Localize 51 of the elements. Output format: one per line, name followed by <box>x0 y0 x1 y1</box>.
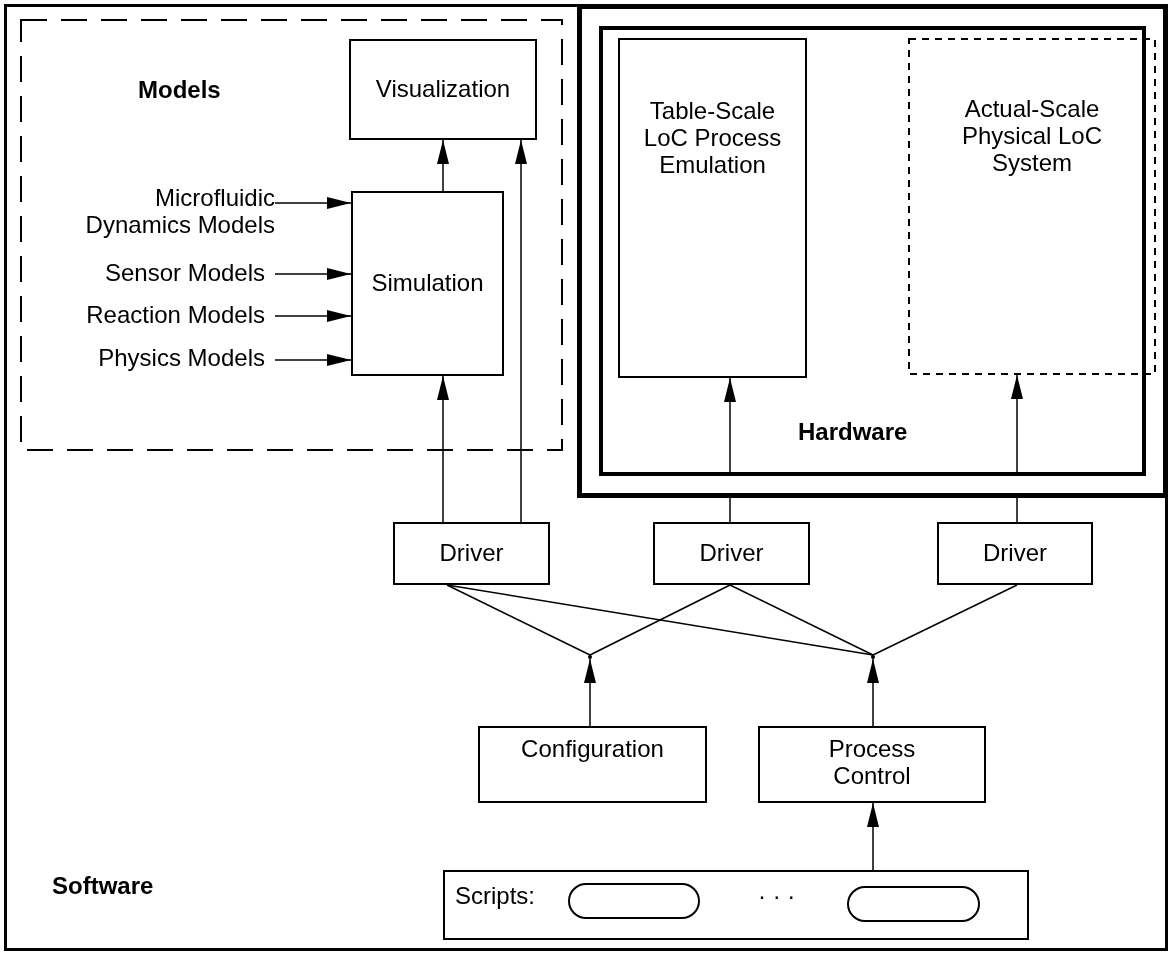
model-label-text: Reaction Models <box>86 301 265 329</box>
box-label: Process Control <box>827 736 917 790</box>
box-text: Scripts: <box>455 882 535 911</box>
box-label: Table-Scale LoC Process Emulation <box>642 98 783 179</box>
model-label-text: Sensor Models <box>104 259 265 287</box>
box-label: Driver <box>983 540 1047 567</box>
connector-line <box>872 584 1018 656</box>
connector-line <box>446 584 591 656</box>
junction-point <box>871 655 875 659</box>
box-label: Actual-Scale Physical LoC System <box>960 96 1104 177</box>
box-label: Driver <box>439 540 504 567</box>
process-box <box>478 726 707 803</box>
software-frame <box>4 4 1168 951</box>
arrow <box>437 375 449 523</box>
arrow <box>274 197 352 209</box>
arrow <box>867 658 879 727</box>
arrow <box>274 354 352 366</box>
connector-line <box>589 584 731 656</box>
models-dashed-box <box>20 19 563 451</box>
arrow <box>274 268 352 280</box>
process-box <box>393 522 550 585</box>
dashed-box <box>908 38 1156 375</box>
box-text: · · · <box>758 882 796 911</box>
box-label: Configuration <box>521 736 664 763</box>
group-title: Models <box>138 76 221 105</box>
process-box <box>349 39 537 140</box>
arrow <box>515 139 527 523</box>
process-box <box>653 522 810 585</box>
box-label: Driver <box>699 540 764 567</box>
group-title: Software <box>52 872 154 901</box>
process-box <box>443 870 1029 940</box>
group-title: Hardware <box>798 418 908 447</box>
arrow <box>867 802 879 871</box>
arrow <box>724 377 736 523</box>
arrow <box>1011 374 1023 523</box>
script-pill <box>847 886 980 922</box>
box-label: Simulation <box>371 270 484 297</box>
process-box <box>618 38 807 378</box>
connector-line <box>729 584 874 656</box>
hardware-frame <box>577 4 1168 498</box>
model-label-text: Physics Models <box>98 344 265 372</box>
box-label: Visualization <box>375 76 511 103</box>
process-box <box>937 522 1093 585</box>
arrow <box>274 310 352 322</box>
arrow <box>584 658 596 727</box>
process-box <box>758 726 986 803</box>
junction-point <box>588 655 592 659</box>
script-pill <box>568 883 700 919</box>
model-label-text: Microfluidic Dynamics Models <box>84 185 275 239</box>
process-box <box>351 191 504 376</box>
arrow <box>437 139 449 192</box>
